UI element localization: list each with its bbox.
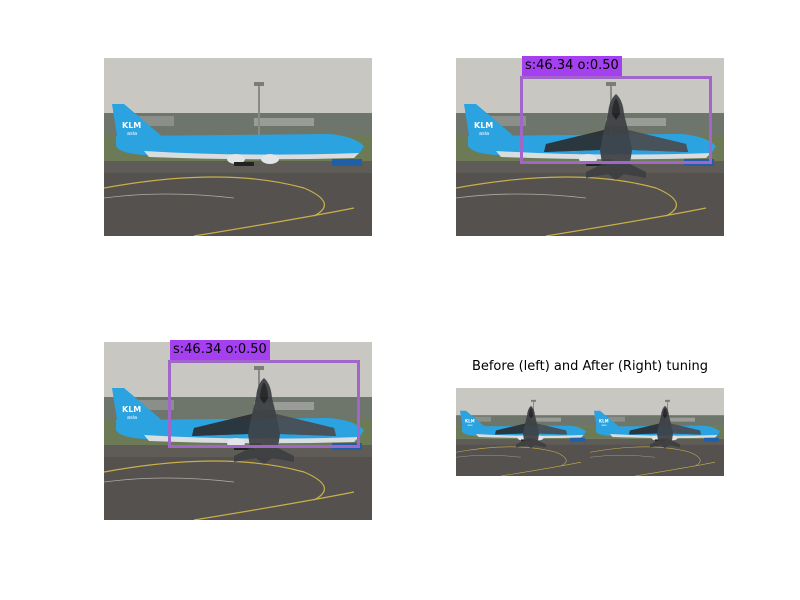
original-photo xyxy=(104,58,372,236)
detection-score-label-top: s:46.34 o:0.50 xyxy=(522,56,622,76)
before-image xyxy=(456,388,590,476)
detection-score-label-bottom: s:46.34 o:0.50 xyxy=(170,340,270,360)
detection-box-top xyxy=(520,76,712,164)
comparison-panel xyxy=(456,388,724,476)
after-image xyxy=(590,388,724,476)
comparison-title: Before (left) and After (Right) tuning xyxy=(471,359,709,374)
original-image-panel xyxy=(104,58,372,236)
detection-panel-bottom xyxy=(104,342,372,520)
detection-panel-top xyxy=(456,58,724,236)
detection-box-bottom xyxy=(168,360,360,448)
